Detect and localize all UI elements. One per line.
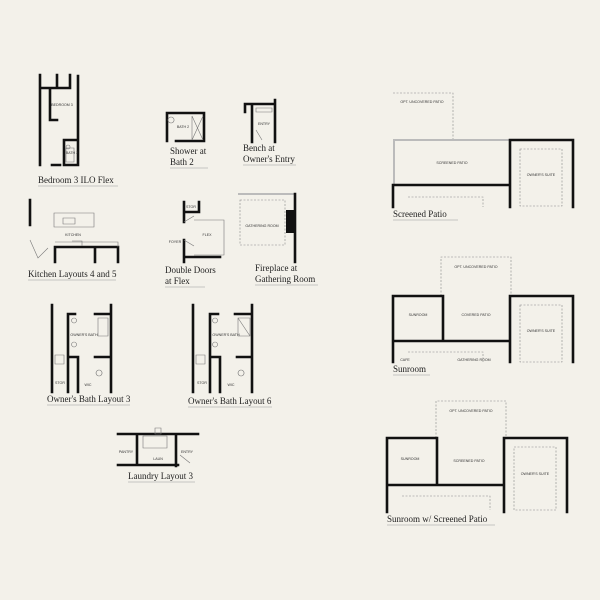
plan-sunroom: OPT. UNCOVERED PATIO SUNROOM COVERED PAT… xyxy=(391,256,575,376)
plan-bedroom-3-ilo-flex: BEDROOM 3 BATH 2 Bedroom 3 ILO Flex xyxy=(38,73,118,187)
fireplace-icon xyxy=(286,210,295,233)
room-label: FLEX xyxy=(203,233,213,237)
room-label: LAUN xyxy=(153,457,163,461)
room-label: WIC xyxy=(85,383,92,387)
room-label: SUNROOM xyxy=(409,313,428,317)
room-label: WIC xyxy=(228,383,235,387)
room-label: COVERED PATIO xyxy=(461,313,490,317)
room-label: OWNER'S BATH xyxy=(212,333,240,337)
room-label: OPT. UNCOVERED PATIO xyxy=(400,100,443,104)
plan-kitchen-layouts-4-and-5: KITCHEN Kitchen Layouts 4 and 5 xyxy=(28,198,120,281)
room-label: GATHERING ROOM xyxy=(457,358,490,362)
plan-caption: Owner's Bath Layout 6 xyxy=(188,396,272,406)
room-label: ENTRY xyxy=(258,122,271,126)
room-label: SCREENED PATIO xyxy=(436,161,467,165)
plan-caption: Sunroom w/ Screened Patio xyxy=(387,514,488,524)
room-label: ENTRY xyxy=(181,450,194,454)
plan-caption: Owner's Entry xyxy=(243,154,295,164)
plan-caption: at Flex xyxy=(165,276,190,286)
plan-caption: Bedroom 3 ILO Flex xyxy=(38,175,114,185)
room-label: PANTRY xyxy=(119,450,134,454)
plan-caption: Screened Patio xyxy=(393,209,447,219)
plan-owners-bath-layout-6: OWNER'S BATH STOR WIC Owner's Bath Layou… xyxy=(188,303,272,408)
plan-caption: Kitchen Layouts 4 and 5 xyxy=(28,269,117,279)
room-label: OWNER'S SUITE xyxy=(521,472,550,476)
plan-screened-patio: OPT. UNCOVERED PATIO SCREENED PATIO OWNE… xyxy=(391,92,575,221)
room-label: SUNROOM xyxy=(401,457,420,461)
plan-caption: Owner's Bath Layout 3 xyxy=(47,394,131,404)
room-label: FOYER xyxy=(169,240,182,244)
room-label: OWNER'S BATH xyxy=(70,333,98,337)
plan-caption: Shower at xyxy=(170,146,207,156)
room-label: GATHERING ROOM xyxy=(245,224,278,228)
room-label: CAFE xyxy=(400,358,410,362)
plan-sunroom-with-screened-patio: OPT. UNCOVERED PATIO SUNROOM SCREENED PA… xyxy=(385,400,569,526)
plan-shower-at-bath-2: BATH 2 Shower at Bath 2 xyxy=(165,111,208,169)
plan-caption: Double Doors xyxy=(165,265,216,275)
plan-caption: Bath 2 xyxy=(170,157,194,167)
plan-caption: Bench at xyxy=(243,143,275,153)
plan-bench-at-owners-entry: ENTRY Bench at Owner's Entry xyxy=(243,98,296,166)
plan-owners-bath-layout-3: OWNER'S BATH STOR WIC Owner's Bath Layou… xyxy=(47,303,131,406)
plan-caption: Laundry Layout 3 xyxy=(128,471,193,481)
room-label: KITCHEN xyxy=(65,233,81,237)
room-label: BATH 2 xyxy=(66,151,78,155)
room-label: OWNER'S SUITE xyxy=(527,329,556,333)
room-label: OWNER'S SUITE xyxy=(527,173,556,177)
room-label: BEDROOM 3 xyxy=(51,103,73,107)
room-label: OPT. UNCOVERED PATIO xyxy=(449,409,492,413)
plan-fireplace-at-gathering-room: GATHERING ROOM Fireplace at Gathering Ro… xyxy=(238,192,318,286)
room-label: BATH 2 xyxy=(177,125,189,129)
room-label: STOR xyxy=(55,381,65,385)
plan-caption: Gathering Room xyxy=(255,274,315,284)
room-label: STOR xyxy=(186,205,196,209)
plan-caption: Fireplace at xyxy=(255,263,298,273)
room-label: STOR xyxy=(197,381,207,385)
room-label: OPT. UNCOVERED PATIO xyxy=(454,265,497,269)
plan-laundry-layout-3: PANTRY LAUN ENTRY Laundry Layout 3 xyxy=(116,427,200,483)
plan-double-doors-at-flex: STOR FOYER FLEX Double Doors at Flex xyxy=(165,200,225,288)
room-label: SCREENED PATIO xyxy=(453,459,484,463)
plan-caption: Sunroom xyxy=(393,364,426,374)
